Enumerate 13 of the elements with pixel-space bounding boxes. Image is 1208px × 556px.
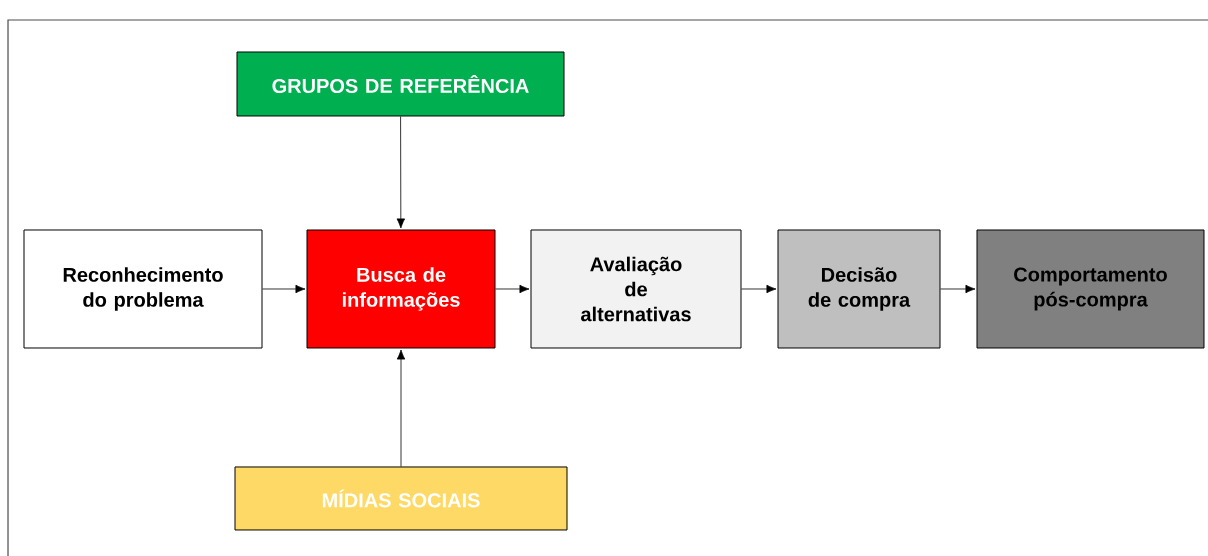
process-box: Decisão de compra — [777, 229, 941, 349]
arrow — [495, 284, 530, 294]
process-box: Reconhecimento do problema — [23, 229, 263, 349]
process-box: Avaliação de alternativas — [530, 229, 742, 349]
process-box: Comportamento pós-compra — [976, 229, 1205, 349]
arrow — [396, 116, 405, 229]
heading-box: GRUPOS DE REFERÊNCIA — [236, 51, 565, 117]
heading-box: MÍDIAS SOCIAIS — [234, 466, 568, 531]
arrow — [940, 284, 976, 294]
arrow — [396, 349, 406, 467]
arrow — [741, 284, 777, 294]
process-box: Busca de informações — [306, 229, 496, 349]
arrow — [262, 284, 306, 294]
